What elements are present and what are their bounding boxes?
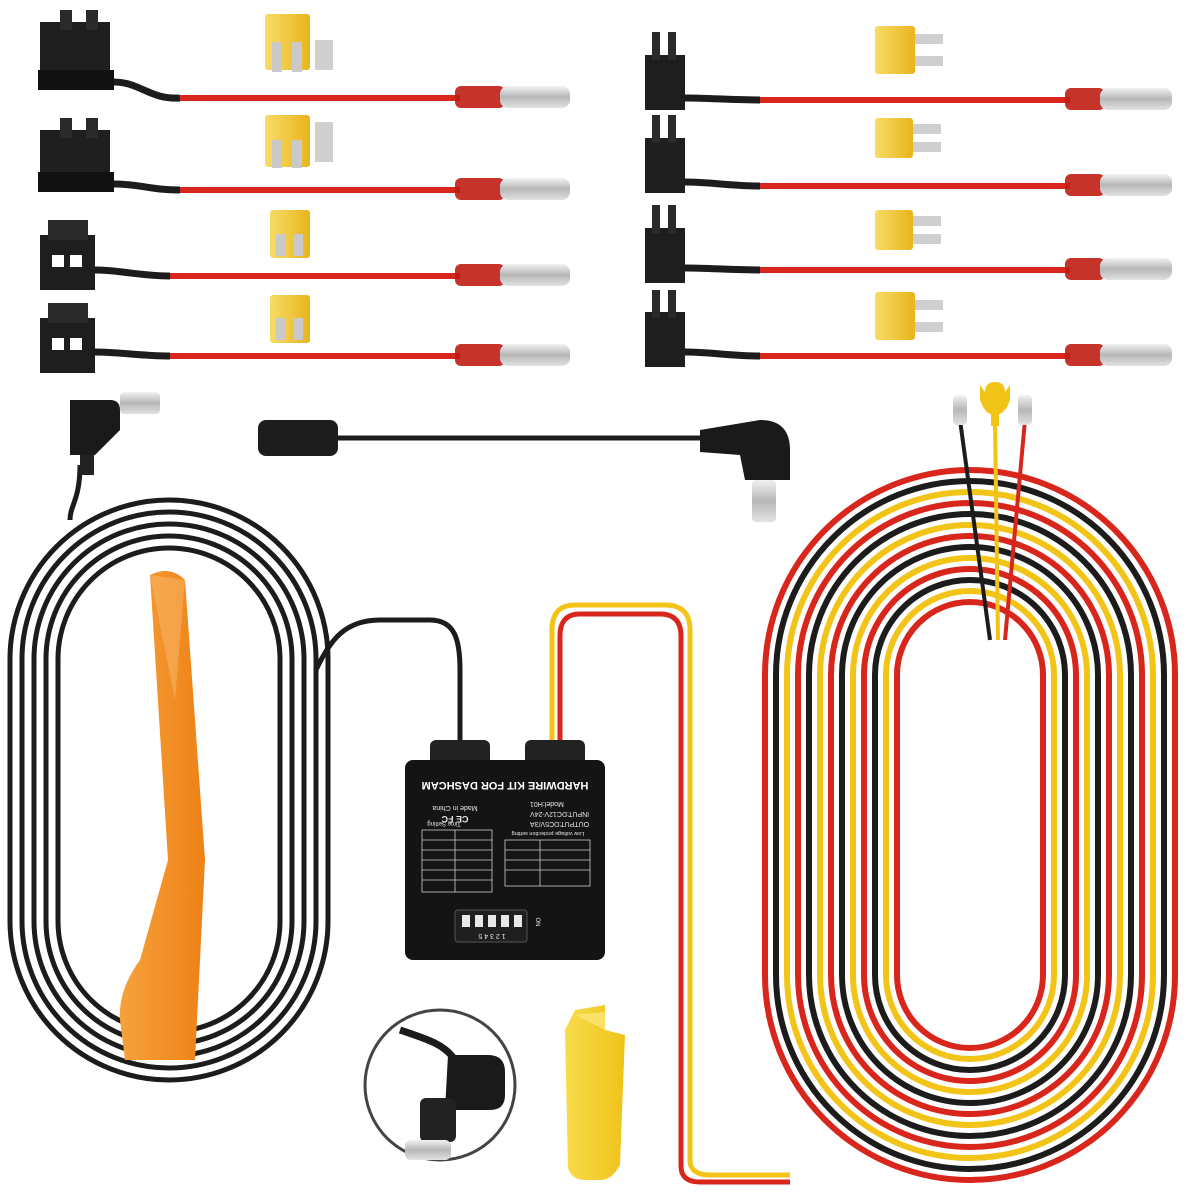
module-to-coil-wire [549, 602, 790, 1185]
fuse-tap-cable-6 [645, 115, 1172, 196]
usb-c-extension-cable [258, 420, 790, 522]
left-fuse-tap-group [38, 10, 570, 373]
pry-tool-icon [119, 571, 205, 1060]
ring-terminal-leads [953, 382, 1032, 641]
dip-switch-toggles [462, 915, 522, 927]
fork-terminal-icon [980, 382, 1010, 426]
blade-fuse-icon [265, 14, 333, 72]
module-certs: CE FC [441, 814, 469, 824]
fuse-tap-cable-7 [645, 205, 1172, 283]
hardwire-module-box: HARDWIRE KIT FOR DASHCAM Model:H01 INPUT… [405, 740, 605, 960]
blade-fuse-icon [875, 26, 943, 74]
fuse-tap-cable-4 [40, 295, 570, 373]
module-model: Model:H01 [530, 800, 564, 807]
fuse-tap-cable-5 [645, 26, 1172, 110]
fuse-puller-icon [565, 1005, 625, 1180]
right-fuse-tap-group [645, 26, 1172, 367]
blade-fuse-icon [875, 118, 941, 158]
fuse-tap-cable-3 [40, 210, 570, 290]
usb-c-plug-icon [405, 1098, 456, 1160]
module-title: HARDWIRE KIT FOR DASHCAM [422, 779, 589, 791]
module-output: OUTPUT:DC5V/3A [530, 820, 589, 827]
fuse-tap-cable-8 [645, 290, 1172, 367]
blade-fuse-icon [875, 292, 943, 340]
module-spec-tables [421, 829, 591, 893]
usb-c-detail-inset [363, 1008, 517, 1162]
module-input: INPUT:DC12V-24V [530, 810, 589, 817]
dip-switch-labels: 1 2 3 4 5 [478, 932, 505, 939]
module-made-in: Made in China [432, 804, 477, 811]
blade-fuse-icon [270, 295, 310, 343]
power-cable-coil [762, 467, 1178, 1183]
usb-c-plug-icon [70, 392, 160, 475]
blade-fuse-icon [270, 210, 310, 258]
blade-fuse-icon [875, 210, 941, 250]
black-usb-c-cable-coil [7, 464, 463, 1083]
fuse-tap-cable-2 [38, 115, 570, 200]
dip-switch-on-label: ON [534, 918, 540, 927]
blade-fuse-icon [265, 115, 333, 168]
module-low-voltage-setting: Low voltage protection setting [512, 830, 585, 836]
fuse-tap-cable-1 [38, 10, 570, 108]
module-time-setting: Time Setting [427, 820, 460, 826]
